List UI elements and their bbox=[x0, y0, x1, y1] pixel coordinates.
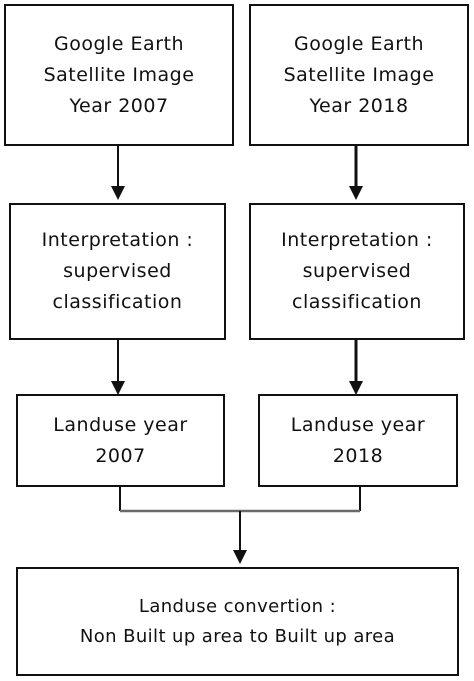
landuse-2018-line-2: 2018 bbox=[332, 444, 384, 467]
source-2018-box: Google Earth Satellite Image Year 2018 bbox=[249, 4, 469, 146]
source-2018-line-3: Year 2018 bbox=[309, 94, 409, 117]
source-2018-line-2: Satellite Image bbox=[283, 63, 435, 86]
interp-2007-line-3: classification bbox=[52, 291, 183, 313]
source-2007-line-1: Google Earth bbox=[54, 32, 184, 55]
interp-2018-box: Interpretation : supervised classificati… bbox=[249, 203, 465, 340]
source-2007-line-2: Satellite Image bbox=[43, 63, 195, 86]
interp-2018-text: Interpretation : supervised classificati… bbox=[281, 225, 433, 318]
interp-2018-line-3: classification bbox=[292, 291, 422, 313]
interp-2018-line-1: Interpretation : bbox=[281, 229, 433, 251]
landuse-2007-line-2: 2007 bbox=[95, 444, 146, 467]
conversion-line-2: Non Built up area to Built up area bbox=[79, 625, 396, 647]
interp-2007-text: Interpretation : supervised classificati… bbox=[42, 225, 194, 318]
landuse-2018-text: Landuse year 2018 bbox=[291, 410, 425, 472]
arrowhead-landuse-2018 bbox=[349, 381, 363, 395]
arrowhead-landuse-2007 bbox=[111, 381, 125, 395]
interp-2007-line-2: supervised bbox=[63, 260, 172, 282]
source-2007-text: Google Earth Satellite Image Year 2007 bbox=[44, 29, 195, 122]
conversion-line-1: Landuse convertion : bbox=[138, 595, 337, 617]
landuse-2007-text: Landuse year 2007 bbox=[53, 410, 187, 472]
interp-2007-line-1: Interpretation : bbox=[41, 229, 194, 251]
conversion-text: Landuse convertion : Non Built up area t… bbox=[80, 592, 395, 652]
interp-2018-line-2: supervised bbox=[302, 260, 412, 282]
source-2007-box: Google Earth Satellite Image Year 2007 bbox=[4, 4, 234, 146]
landuse-2018-line-1: Landuse year bbox=[290, 413, 426, 436]
source-2007-line-3: Year 2007 bbox=[69, 94, 169, 117]
landuse-2007-box: Landuse year 2007 bbox=[16, 394, 225, 487]
interp-2007-box: Interpretation : supervised classificati… bbox=[9, 203, 226, 340]
arrowhead-interp-2018 bbox=[349, 186, 363, 200]
landuse-2018-box: Landuse year 2018 bbox=[258, 394, 458, 487]
arrowhead-interp-2007 bbox=[111, 186, 125, 200]
arrowhead-conversion bbox=[233, 550, 247, 564]
conversion-box: Landuse convertion : Non Built up area t… bbox=[16, 567, 459, 676]
landuse-2007-line-1: Landuse year bbox=[53, 413, 188, 436]
source-2018-line-1: Google Earth bbox=[294, 32, 424, 55]
source-2018-text: Google Earth Satellite Image Year 2018 bbox=[284, 29, 435, 122]
